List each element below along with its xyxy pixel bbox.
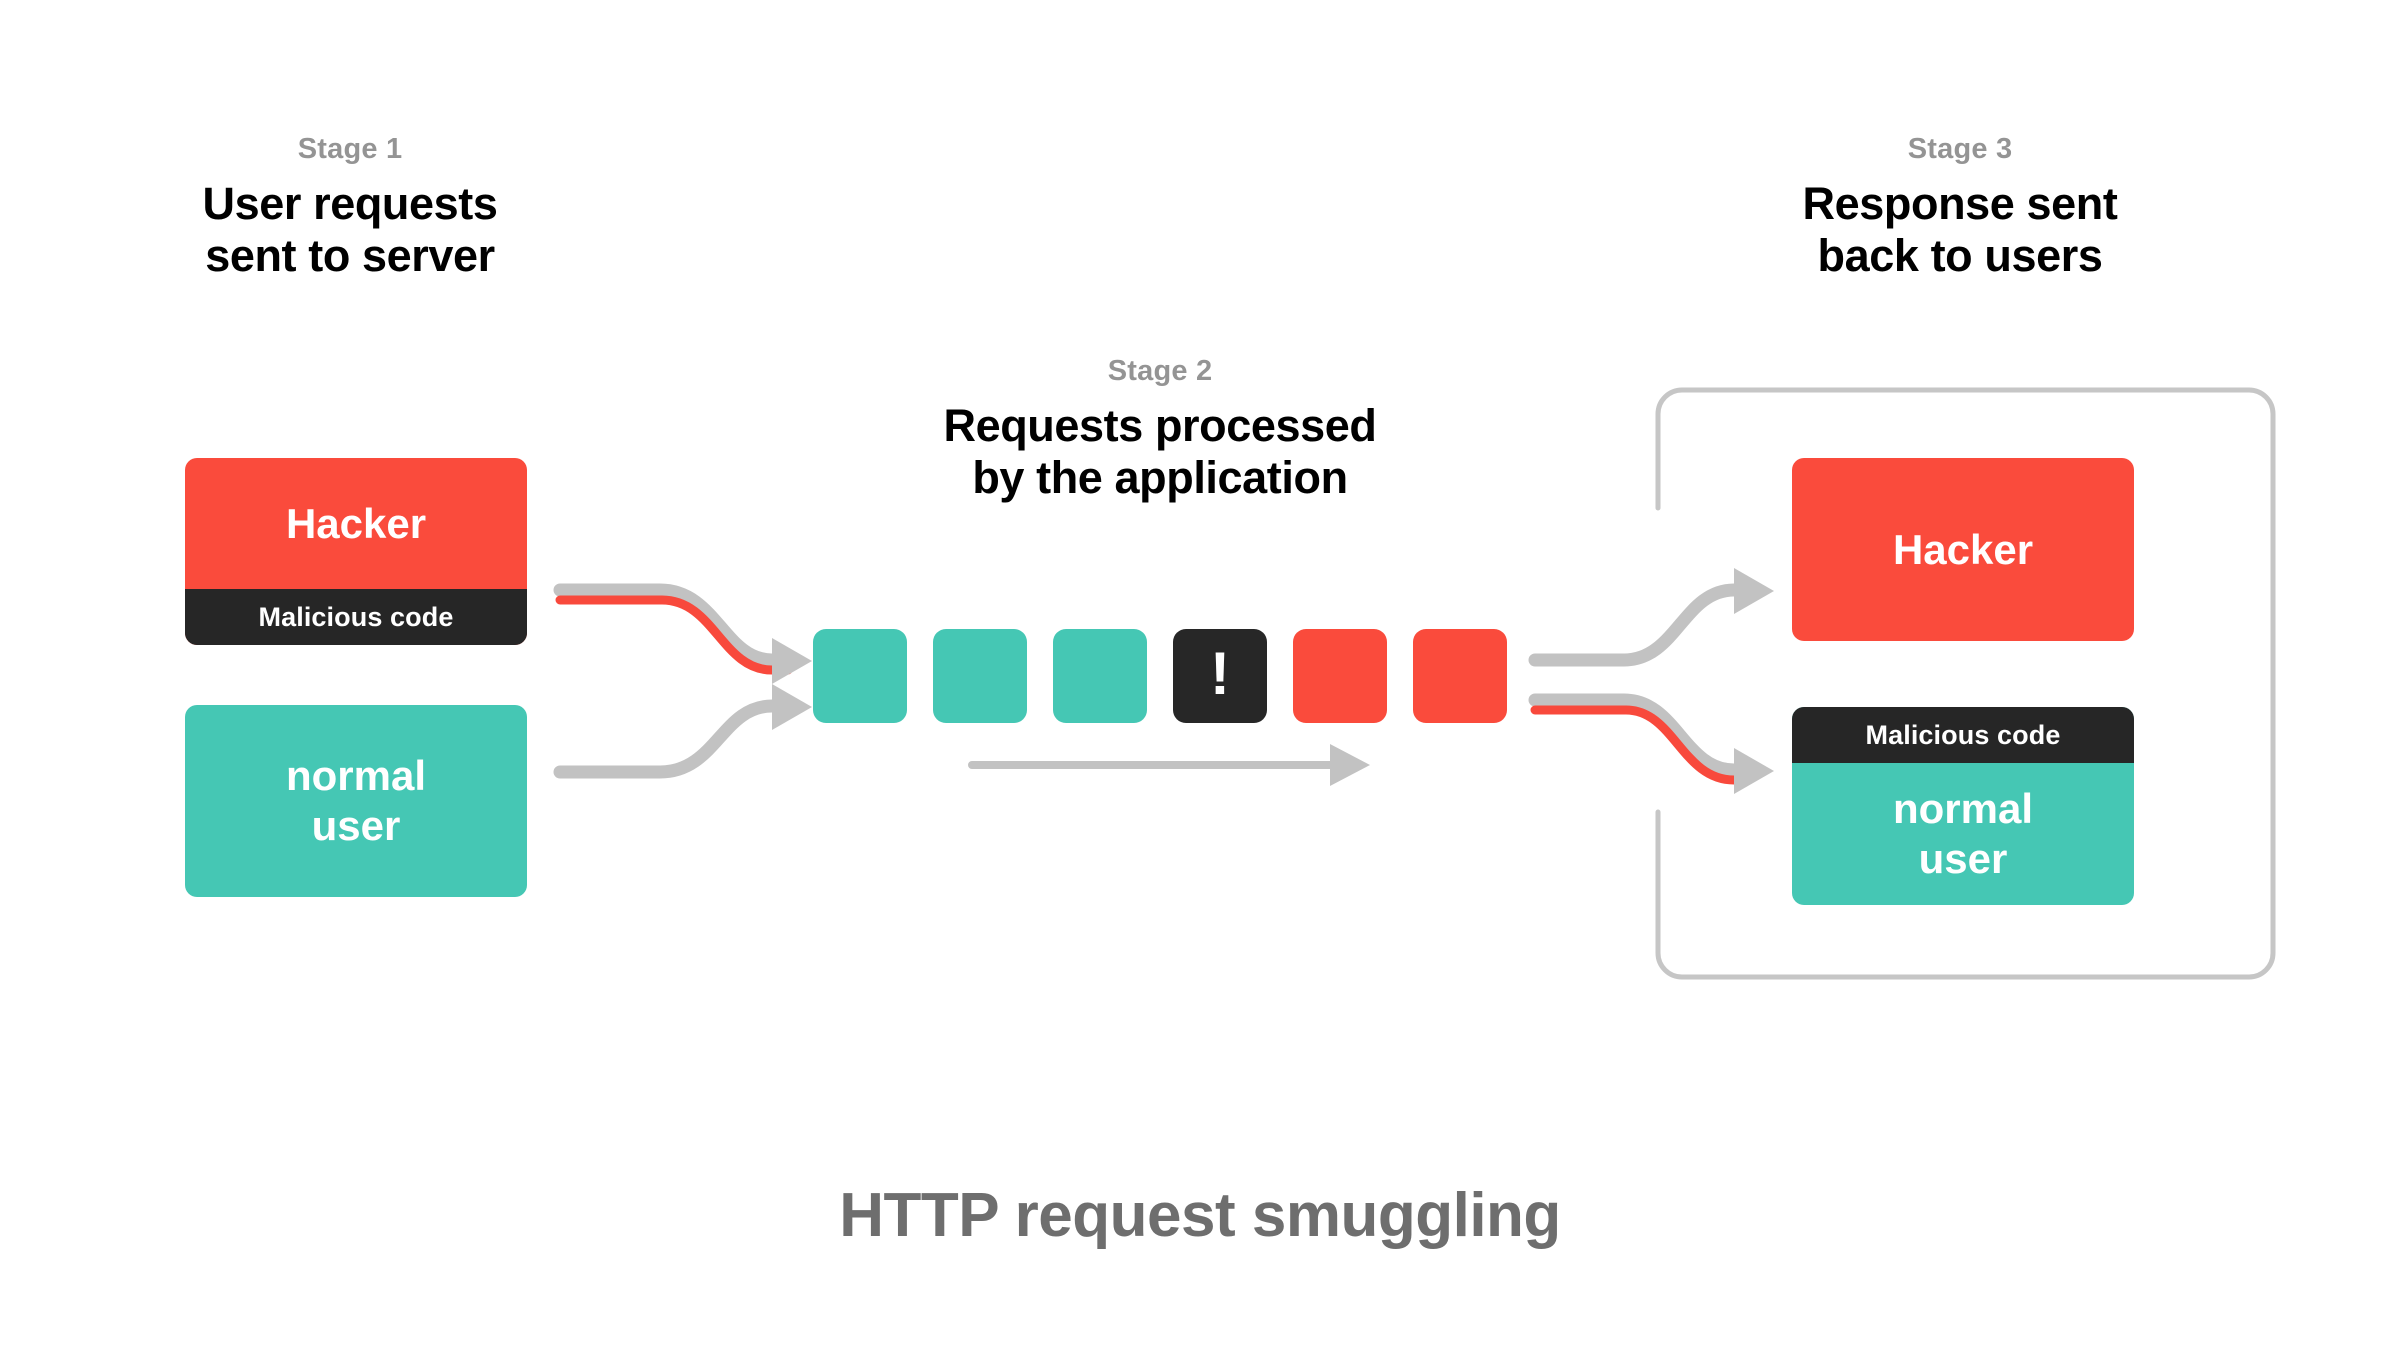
- stage-3-kicker: Stage 3: [1907, 133, 2013, 165]
- wire-pipeline-to-user: [1528, 693, 1774, 794]
- card-normal-user-response-malicious-strip: Malicious code: [1792, 707, 2134, 763]
- card-hacker-request[interactable]: Hacker Malicious code: [185, 458, 527, 645]
- exclamation-icon: !: [1210, 640, 1230, 707]
- stage-3-title: Response sent back to users: [1802, 178, 2118, 282]
- card-normal-user-request-label: normal user: [285, 752, 427, 849]
- wire-user-to-pipeline: [553, 684, 812, 779]
- card-hacker-response[interactable]: Hacker: [1792, 458, 2134, 641]
- stage-1-title: User requests sent to server: [202, 178, 498, 282]
- pipeline-block-row: !: [813, 629, 1507, 723]
- card-normal-user-response[interactable]: Malicious code normal user: [1792, 707, 2134, 905]
- pipeline-block-normal-3[interactable]: [1053, 629, 1147, 723]
- pipeline-block-normal-2[interactable]: [933, 629, 1027, 723]
- stage-1-kicker: Stage 1: [297, 133, 403, 165]
- diagram-footer-title: HTTP request smuggling: [839, 1181, 1561, 1250]
- pipeline-block-warning[interactable]: !: [1173, 629, 1267, 723]
- pipeline-block-malicious-1[interactable]: [1293, 629, 1387, 723]
- stage-2-title: Requests processed by the application: [943, 400, 1377, 504]
- arrowhead-user-out: [1734, 748, 1774, 794]
- stage-2-heading: Stage 2 Requests processed by the applic…: [870, 357, 1450, 504]
- wire-pipeline-to-hacker: [1528, 568, 1774, 667]
- card-normal-user-request[interactable]: normal user: [185, 705, 527, 897]
- pipeline-flow-arrow: [968, 744, 1370, 786]
- stage-3-heading: Stage 3 Response sent back to users: [1720, 135, 2200, 282]
- stage-2-kicker: Stage 2: [1107, 355, 1213, 387]
- wire-hacker-to-pipeline: [553, 583, 812, 684]
- arrowhead-hacker-out: [1734, 568, 1774, 614]
- card-hacker-request-malicious-strip: Malicious code: [185, 589, 527, 645]
- card-hacker-response-label: Hacker: [1892, 525, 2034, 573]
- pipeline-block-normal-1[interactable]: [813, 629, 907, 723]
- pipeline-block-malicious-2[interactable]: [1413, 629, 1507, 723]
- stage-1-heading: Stage 1 User requests sent to server: [110, 135, 590, 282]
- card-normal-user-response-label: normal user: [1892, 785, 2034, 882]
- arrowhead-user-in: [772, 684, 812, 730]
- arrowhead-hacker-in: [772, 638, 812, 684]
- card-hacker-request-label: Hacker: [285, 499, 427, 547]
